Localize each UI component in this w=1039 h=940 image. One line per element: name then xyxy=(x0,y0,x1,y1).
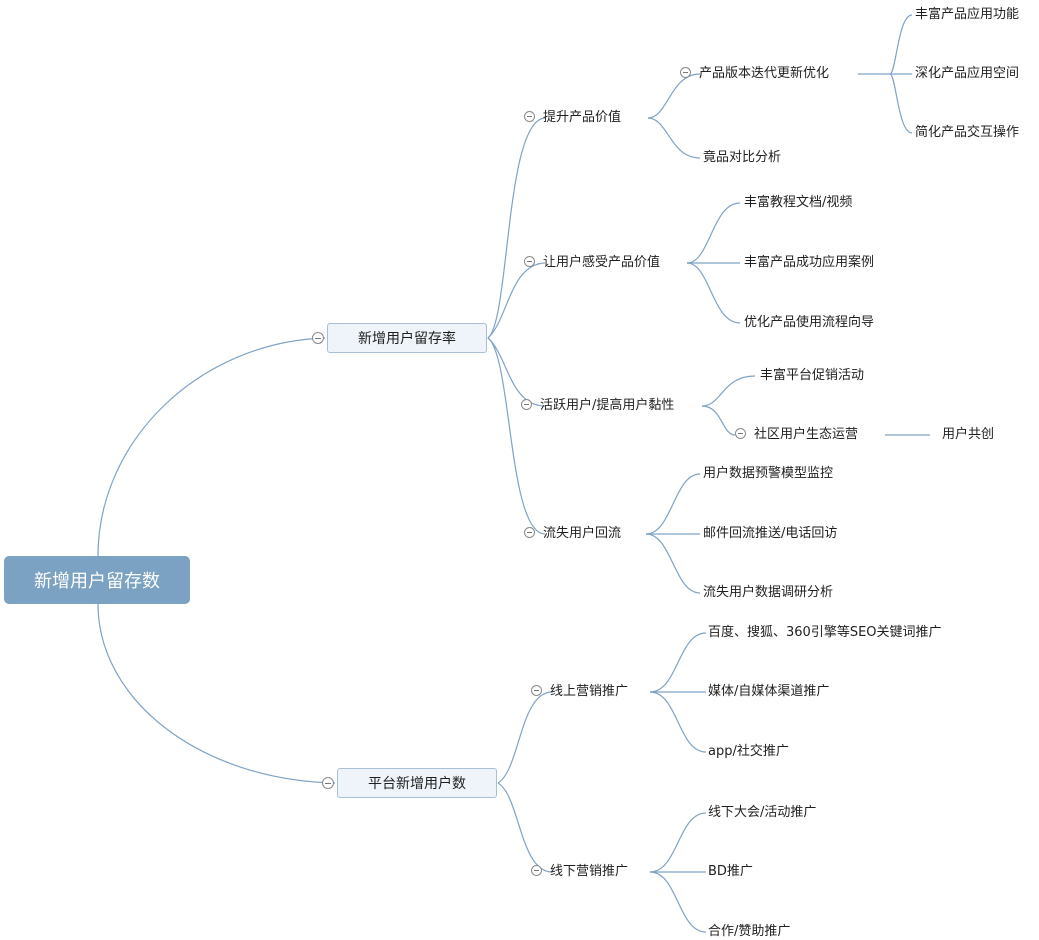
node-deepen-space[interactable]: 深化产品应用空间 xyxy=(915,66,1019,82)
node-warning-model[interactable]: 用户数据预警模型监控 xyxy=(703,466,833,482)
link-offline-sponsor xyxy=(649,871,707,933)
link-active-community xyxy=(701,405,736,436)
node-label: 活跃用户/提高用户黏性 xyxy=(540,398,675,413)
link-new-online xyxy=(497,691,553,784)
node-offline-marketing[interactable]: 线下营销推广 xyxy=(531,864,628,880)
collapse-icon[interactable] xyxy=(312,332,324,344)
root-label: 新增用户留存数 xyxy=(34,571,160,592)
link-root-new-users xyxy=(97,603,336,784)
node-competitor-analysis[interactable]: 竟品对比分析 xyxy=(703,150,781,166)
branch-label: 平台新增用户数 xyxy=(368,776,466,792)
link-retention-churn xyxy=(487,337,546,535)
node-usage-guide[interactable]: 优化产品使用流程向导 xyxy=(744,315,874,331)
collapse-icon[interactable] xyxy=(531,685,542,696)
branch-retention-rate[interactable]: 新增用户留存率 xyxy=(327,323,487,353)
root-node[interactable]: 新增用户留存数 xyxy=(4,556,190,604)
link-active-promo xyxy=(701,375,756,407)
node-app-social[interactable]: app/社交推广 xyxy=(708,744,789,760)
link-retention-active xyxy=(487,337,546,407)
node-label: 邮件回流推送/电话回访 xyxy=(703,526,838,541)
node-label: 丰富平台促销活动 xyxy=(760,368,865,383)
node-offline-events[interactable]: 线下大会/活动推广 xyxy=(708,805,816,821)
node-tutorials[interactable]: 丰富教程文档/视频 xyxy=(744,195,852,211)
node-online-marketing[interactable]: 线上营销推广 xyxy=(531,684,628,700)
link-value-compete xyxy=(647,117,701,159)
node-label: 合作/赞助推广 xyxy=(708,924,791,939)
node-email-callback[interactable]: 邮件回流推送/电话回访 xyxy=(703,526,837,542)
node-media-channels[interactable]: 媒体/自媒体渠道推广 xyxy=(708,684,829,700)
node-label: 竟品对比分析 xyxy=(703,150,782,165)
collapse-icon[interactable] xyxy=(735,428,746,439)
link-feel-guide xyxy=(686,262,741,324)
node-label: 优化产品使用流程向导 xyxy=(744,315,875,330)
link-churn-warning xyxy=(645,473,701,535)
link-version-simple xyxy=(889,73,913,134)
collapse-icon[interactable] xyxy=(531,865,542,876)
node-label: 产品版本迭代更新优化 xyxy=(699,66,830,81)
node-rich-features[interactable]: 丰富产品应用功能 xyxy=(915,7,1019,23)
link-retention-feel xyxy=(487,262,546,339)
node-promotions[interactable]: 丰富平台促销活动 xyxy=(760,368,864,384)
node-seo-promotion[interactable]: 百度、搜狐、360引擎等SEO关键词推广 xyxy=(708,625,942,641)
collapse-icon[interactable] xyxy=(524,256,535,267)
node-churn-survey[interactable]: 流失用户数据调研分析 xyxy=(703,585,833,601)
node-version-iteration[interactable]: 产品版本迭代更新优化 xyxy=(680,66,829,82)
node-label: 简化产品交互操作 xyxy=(915,125,1020,140)
link-online-app xyxy=(649,691,707,753)
node-feel-value[interactable]: 让用户感受产品价值 xyxy=(524,255,660,271)
link-online-seo xyxy=(649,632,707,693)
node-label: 用户数据预警模型监控 xyxy=(703,466,834,481)
link-new-offline xyxy=(497,782,553,873)
node-label: 线下大会/活动推广 xyxy=(708,805,817,820)
link-feel-tutorial xyxy=(686,202,741,264)
node-label: 丰富产品成功应用案例 xyxy=(744,255,875,270)
branch-new-users[interactable]: 平台新增用户数 xyxy=(337,768,497,798)
node-label: 媒体/自媒体渠道推广 xyxy=(708,684,830,699)
link-value-version xyxy=(647,73,701,119)
node-sponsorship[interactable]: 合作/赞助推广 xyxy=(708,924,790,940)
node-label: 流失用户数据调研分析 xyxy=(703,585,834,600)
node-label: 丰富教程文档/视频 xyxy=(744,195,853,210)
node-label: 流失用户回流 xyxy=(543,526,622,541)
node-community-ops[interactable]: 社区用户生态运营 xyxy=(735,427,858,443)
link-retention-value xyxy=(487,117,546,339)
node-label: 丰富产品应用功能 xyxy=(915,7,1020,22)
node-cocreation[interactable]: 用户共创 xyxy=(942,427,994,443)
link-version-rich xyxy=(889,14,913,75)
node-simplify-interaction[interactable]: 简化产品交互操作 xyxy=(915,125,1019,141)
node-active-users[interactable]: 活跃用户/提高用户黏性 xyxy=(521,398,674,414)
node-success-cases[interactable]: 丰富产品成功应用案例 xyxy=(744,255,874,271)
node-label: 社区用户生态运营 xyxy=(754,427,859,442)
link-offline-event xyxy=(649,812,707,873)
node-label: 让用户感受产品价值 xyxy=(543,255,661,270)
collapse-icon[interactable] xyxy=(521,399,532,410)
node-label: 线上营销推广 xyxy=(550,684,629,699)
node-label: 百度、搜狐、360引擎等SEO关键词推广 xyxy=(708,625,942,640)
node-bd-promotion[interactable]: BD推广 xyxy=(708,864,753,880)
link-churn-survey xyxy=(645,533,701,594)
node-churn-return[interactable]: 流失用户回流 xyxy=(524,526,621,542)
node-label: 线下营销推广 xyxy=(550,864,629,879)
collapse-icon[interactable] xyxy=(322,777,334,789)
node-label: app/社交推广 xyxy=(708,744,789,759)
node-label: 提升产品价值 xyxy=(543,110,622,125)
branch-label: 新增用户留存率 xyxy=(358,331,456,347)
node-label: 用户共创 xyxy=(942,427,995,442)
collapse-icon[interactable] xyxy=(680,67,691,78)
node-label: BD推广 xyxy=(708,864,753,879)
collapse-icon[interactable] xyxy=(524,527,535,538)
collapse-icon[interactable] xyxy=(524,111,535,122)
link-root-retention xyxy=(97,337,326,557)
node-improve-value[interactable]: 提升产品价值 xyxy=(524,110,621,126)
node-label: 深化产品应用空间 xyxy=(915,66,1020,81)
